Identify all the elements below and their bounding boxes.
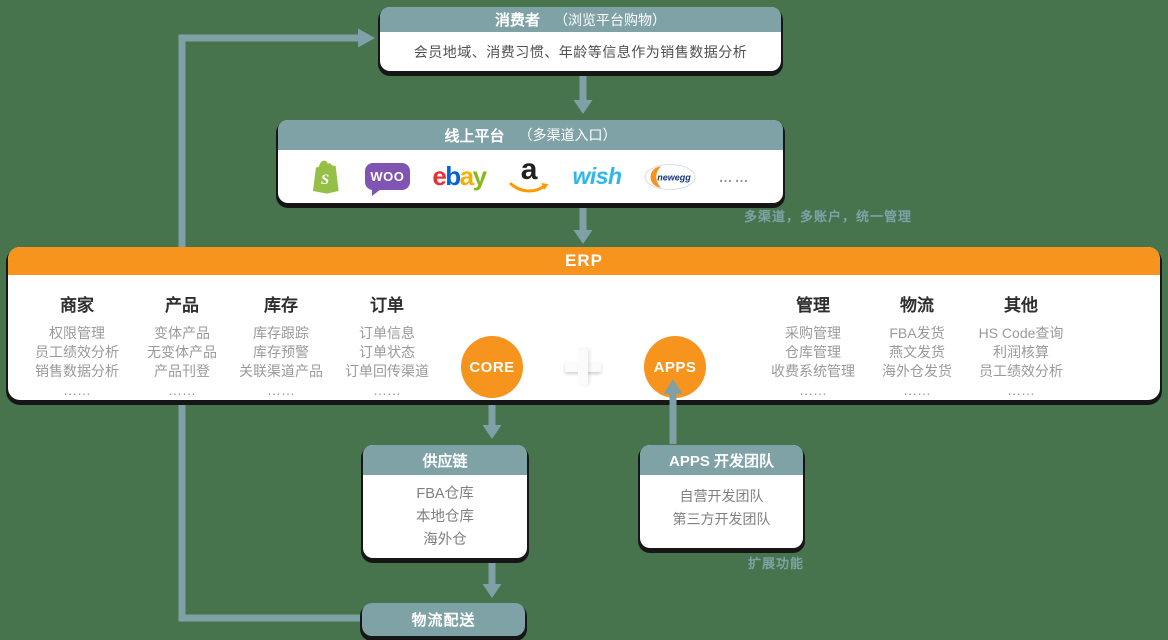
column-item: 收费系统管理 <box>771 363 855 379</box>
erp-column-logistics: 物流 FBA发货 燕文发货 海外仓发货 …… <box>837 291 997 400</box>
apps-team-header: APPS 开发团队 <box>640 445 803 475</box>
column-item: 销售数据分析 <box>35 363 119 379</box>
column-item: 仓库管理 <box>785 344 841 360</box>
column-item: 权限管理 <box>49 325 105 341</box>
arrowhead-erp <box>573 230 593 244</box>
arrowhead-supply <box>482 425 502 439</box>
erp-column-management: 管理 采购管理 仓库管理 收费系统管理 …… <box>733 291 893 400</box>
consumer-description: 会员地域、消费习惯、年龄等信息作为销售数据分析 <box>413 43 748 60</box>
column-item: 无变体产品 <box>147 344 217 360</box>
column-item: …… <box>267 382 295 398</box>
woo-bubble-tail <box>371 189 381 196</box>
column-item: …… <box>1007 382 1035 398</box>
column-title: 库存 <box>264 296 298 315</box>
column-item: 员工绩效分析 <box>35 344 119 360</box>
ebay-letter: e <box>432 161 446 191</box>
column-item: …… <box>63 382 91 398</box>
erp-column-product: 产品 变体产品 无变体产品 产品刊登 …… <box>102 291 262 400</box>
supply-chain-items: FBA仓库 本地仓库 海外仓 <box>363 475 527 552</box>
column-item: FBA发货 <box>889 325 945 341</box>
erp-body: 商家 权限管理 员工绩效分析 销售数据分析 …… 产品 变体产品 无变体产品 产… <box>8 275 1160 400</box>
wish-logo-icon: wish <box>572 163 622 190</box>
column-title: 其他 <box>1004 296 1038 315</box>
apps-team-item: 第三方开发团队 <box>672 511 771 527</box>
logistics-title: 物流配送 <box>411 612 476 629</box>
core-circle: CORE <box>461 336 523 398</box>
column-item: …… <box>168 382 196 398</box>
erp-header: ERP <box>8 247 1160 275</box>
amazon-a: a <box>520 153 538 186</box>
ebay-letter: b <box>445 161 461 191</box>
apps-team-title: APPS 开发团队 <box>668 452 774 470</box>
amazon-logo-icon: a <box>508 153 550 195</box>
column-item: 订单回传渠道 <box>345 363 429 379</box>
erp-title: ERP <box>565 251 603 270</box>
column-item: 关联渠道产品 <box>239 363 323 379</box>
supply-chain-header: 供应链 <box>363 445 527 475</box>
extension-note: 扩展功能 <box>748 556 805 571</box>
consumer-box: 消费者 （浏览平台购物） 会员地域、消费习惯、年龄等信息作为销售数据分析 <box>380 7 781 71</box>
erp-box: ERP 商家 权限管理 员工绩效分析 销售数据分析 …… 产品 变体产品 无变体… <box>8 247 1160 400</box>
column-item: 燕文发货 <box>889 344 945 360</box>
column-title: 物流 <box>900 296 934 315</box>
column-item: 产品刊登 <box>154 363 210 379</box>
column-item: HS Code查询 <box>978 325 1064 341</box>
ebay-logo-icon: e b a y <box>432 161 487 192</box>
more-platforms-ellipsis: …… <box>718 168 751 185</box>
svg-text:newegg: newegg <box>657 172 691 182</box>
shopify-logo-icon: S <box>310 159 342 195</box>
amazon-smile <box>509 182 549 193</box>
column-item: …… <box>903 382 931 398</box>
platform-box: 线上平台 （多渠道入口） S WOO e b a y a <box>278 120 783 203</box>
column-title: 商家 <box>60 296 94 315</box>
consumer-title: 消费者 <box>494 12 540 29</box>
multichannel-note: 多渠道，多账户，统一管理 <box>744 209 913 224</box>
logistics-box: 物流配送 <box>362 603 525 636</box>
ebay-letter: y <box>472 161 487 191</box>
column-item: 采购管理 <box>785 325 841 341</box>
column-item: 订单信息 <box>359 325 415 341</box>
supply-item: FBA仓库 <box>416 486 474 502</box>
apps-team-box: APPS 开发团队 自营开发团队 第三方开发团队 <box>640 445 803 548</box>
newegg-logo-icon: newegg <box>644 163 696 191</box>
column-item: 海外仓发货 <box>882 363 952 379</box>
arrowhead-platform <box>573 100 593 114</box>
consumer-subtitle: （浏览平台购物） <box>554 11 666 28</box>
column-item: 库存预警 <box>253 344 309 360</box>
column-item: 员工绩效分析 <box>979 363 1063 379</box>
supply-chain-box: 供应链 FBA仓库 本地仓库 海外仓 <box>363 445 527 558</box>
platform-title: 线上平台 <box>444 127 505 145</box>
platform-box-header: 线上平台 （多渠道入口） <box>278 120 783 150</box>
wish-label: wish <box>572 163 622 189</box>
ebay-letter: a <box>459 161 474 191</box>
consumer-box-header: 消费者 （浏览平台购物） <box>380 7 781 32</box>
column-item: 库存跟踪 <box>253 325 309 341</box>
erp-column-order: 订单 订单信息 订单状态 订单回传渠道 …… <box>307 291 467 400</box>
arrowhead-logistics <box>482 584 502 598</box>
column-item: …… <box>799 382 827 398</box>
erp-column-merchant: 商家 权限管理 员工绩效分析 销售数据分析 …… <box>0 291 157 400</box>
platform-logo-row: S WOO e b a y a wish <box>278 150 783 203</box>
column-item: 利润核算 <box>993 344 1049 360</box>
column-title: 管理 <box>796 296 830 315</box>
column-item: 订单状态 <box>359 344 415 360</box>
column-item: 变体产品 <box>154 325 210 341</box>
erp-column-inventory: 库存 库存跟踪 库存预警 关联渠道产品 …… <box>201 291 361 400</box>
woo-label: WOO <box>370 169 405 184</box>
plus-icon <box>565 349 601 385</box>
supply-item: 海外仓 <box>423 532 467 548</box>
svg-text:S: S <box>321 172 329 188</box>
erp-column-other: 其他 HS Code查询 利润核算 员工绩效分析 …… <box>941 291 1101 400</box>
supply-chain-title: 供应链 <box>422 452 468 470</box>
apps-team-items: 自营开发团队 第三方开发团队 <box>640 475 803 531</box>
arrowhead-consumer <box>358 28 375 48</box>
supply-item: 本地仓库 <box>416 509 474 525</box>
column-title: 订单 <box>370 296 404 315</box>
platform-subtitle: （多渠道入口） <box>518 127 617 143</box>
apps-circle: APPS <box>644 336 706 398</box>
column-title: 产品 <box>165 296 199 315</box>
column-item: …… <box>373 382 401 398</box>
woocommerce-logo-icon: WOO <box>364 163 410 196</box>
apps-team-item: 自营开发团队 <box>679 488 764 504</box>
